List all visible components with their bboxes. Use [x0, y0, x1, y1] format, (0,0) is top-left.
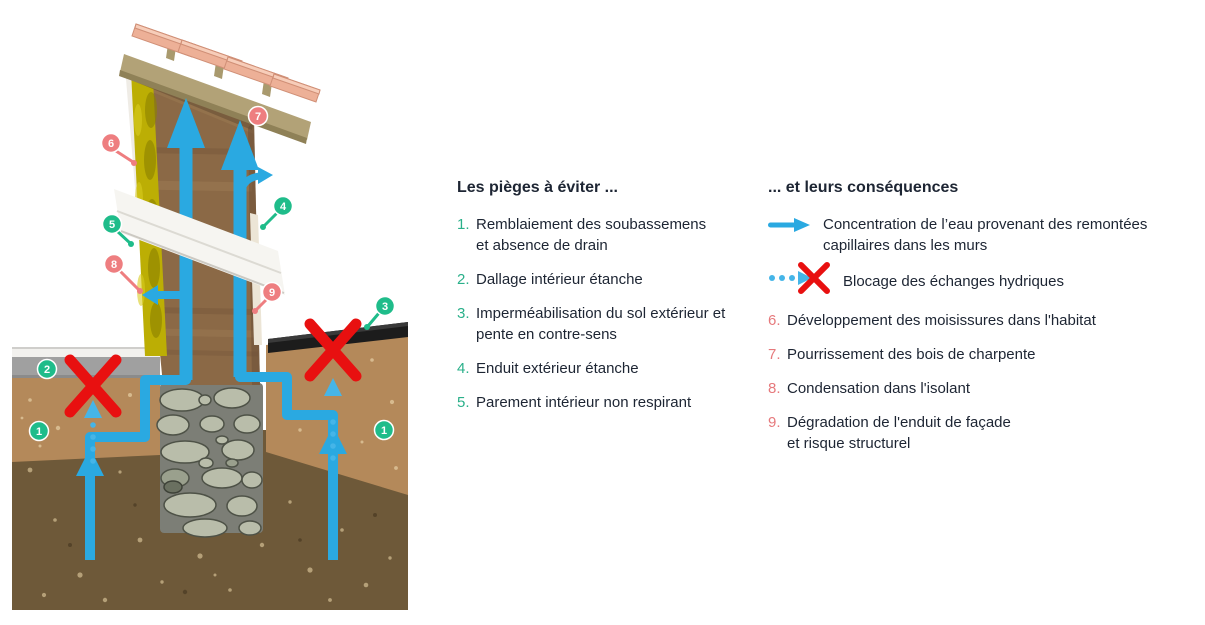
- blocked-arrow-icon: [768, 261, 843, 301]
- pitfall-1-text: Remblaiement des soubassemens et absence…: [476, 216, 707, 254]
- consequence-6-number: 6.: [768, 312, 781, 329]
- arrowhead-soil-right: [319, 426, 347, 454]
- pitfall-5-number: 5.: [457, 394, 470, 411]
- badge-5: 5: [101, 213, 123, 235]
- pitfall-2-text: Dallage intérieur étanche: [476, 271, 643, 288]
- badge-3: 3: [374, 295, 396, 317]
- consequence-7-text: Pourrissement des bois de charpente: [787, 346, 1036, 363]
- pitfall-3: 3. Imperméabilisation du sol extérieur e…: [457, 303, 762, 345]
- badge-7: 7: [247, 105, 269, 127]
- cross-left: [64, 354, 122, 418]
- svg-text:5: 5: [109, 219, 115, 231]
- legend-capillary-concentration: Concentration de l’eau provenant des rem…: [768, 214, 1198, 256]
- svg-text:7: 7: [255, 111, 261, 123]
- pitfall-3-text: Imperméabilisation du sol extérieur et p…: [476, 305, 726, 343]
- arrowhead-wall-right: [221, 120, 259, 170]
- pitfall-2: 2. Dallage intérieur étanche: [457, 269, 762, 290]
- dotted-arrow-left: [84, 400, 102, 464]
- svg-text:1: 1: [36, 426, 42, 438]
- consequences-title: ... et leurs conséquences: [768, 179, 959, 196]
- cross-right: [304, 318, 362, 382]
- pitfall-1: 1. Remblaiement des soubassemens et abse…: [457, 214, 762, 256]
- consequences-column: ... et leurs conséquences Concentration …: [768, 177, 1198, 467]
- badge-4: 4: [272, 195, 294, 217]
- pitfall-4: 4. Enduit extérieur étanche: [457, 358, 762, 379]
- arrowhead-wall-left: [167, 98, 205, 148]
- legend-capillary-text: Concentration de l’eau provenant des rem…: [823, 216, 1148, 254]
- roof-tiles: [131, 23, 321, 103]
- consequence-8: 8. Condensation dans l'isolant: [768, 378, 1198, 399]
- wall-cross-section-illustration: 1 1 2 3 4 5 6: [12, 23, 408, 610]
- svg-text:3: 3: [382, 301, 388, 313]
- consequence-9: 9. Dégradation de l'enduit de façade et …: [768, 412, 1198, 454]
- consequence-7-number: 7.: [768, 346, 781, 363]
- stone-foundation: [156, 383, 263, 538]
- blocked-evaporation-arrows: [84, 378, 342, 464]
- svg-text:6: 6: [108, 138, 114, 150]
- pitfall-5-text: Parement intérieur non respirant: [476, 394, 692, 411]
- legend-blocked-text: Blocage des échanges hydriques: [843, 272, 1064, 290]
- badge-1-right: 1: [373, 419, 395, 441]
- svg-text:1: 1: [381, 425, 387, 437]
- branch-through-wall-top: [236, 172, 261, 197]
- svg-text:8: 8: [111, 259, 117, 271]
- consequence-8-text: Condensation dans l'isolant: [787, 380, 970, 397]
- pitfall-4-text: Enduit extérieur étanche: [476, 360, 639, 377]
- pitfalls-title: Les pièges à éviter ...: [457, 179, 618, 196]
- pitfall-4-number: 4.: [457, 360, 470, 377]
- capillary-rise-arrows: [76, 98, 347, 560]
- legend-blocked-exchange: Blocage des échanges hydriques: [768, 261, 1198, 301]
- arrowhead-soil-left: [76, 448, 104, 476]
- pitfall-1-number: 1.: [457, 216, 470, 233]
- blue-arrow-icon: [768, 214, 823, 238]
- blocking-crosses: [64, 318, 362, 418]
- svg-text:2: 2: [44, 364, 50, 376]
- badge-6: 6: [100, 132, 122, 154]
- consequence-9-number: 9.: [768, 414, 781, 431]
- dotted-arrow-right: [324, 378, 342, 461]
- badge-1-left: 1: [28, 420, 50, 442]
- pitfall-2-number: 2.: [457, 271, 470, 288]
- consequence-8-number: 8.: [768, 380, 781, 397]
- svg-text:9: 9: [269, 287, 275, 299]
- interior-white-boards: [114, 189, 285, 295]
- pitfall-5: 5. Parement intérieur non respirant: [457, 392, 762, 413]
- consequence-7: 7. Pourrissement des bois de charpente: [768, 344, 1198, 365]
- consequence-6: 6. Développement des moisissures dans l'…: [768, 310, 1198, 331]
- badge-2: 2: [36, 358, 58, 380]
- pitfalls-column: Les pièges à éviter ... 1. Remblaiement …: [457, 177, 762, 426]
- consequence-6-text: Développement des moisissures dans l'hab…: [787, 312, 1096, 329]
- diagram-badges: 1 1 2 3 4 5 6: [28, 105, 396, 442]
- consequence-9-text: Dégradation de l'enduit de façade et ris…: [787, 414, 1011, 452]
- svg-text:4: 4: [280, 201, 287, 213]
- badge-8: 8: [103, 253, 125, 275]
- pitfall-3-number: 3.: [457, 305, 470, 322]
- badge-9: 9: [261, 281, 283, 303]
